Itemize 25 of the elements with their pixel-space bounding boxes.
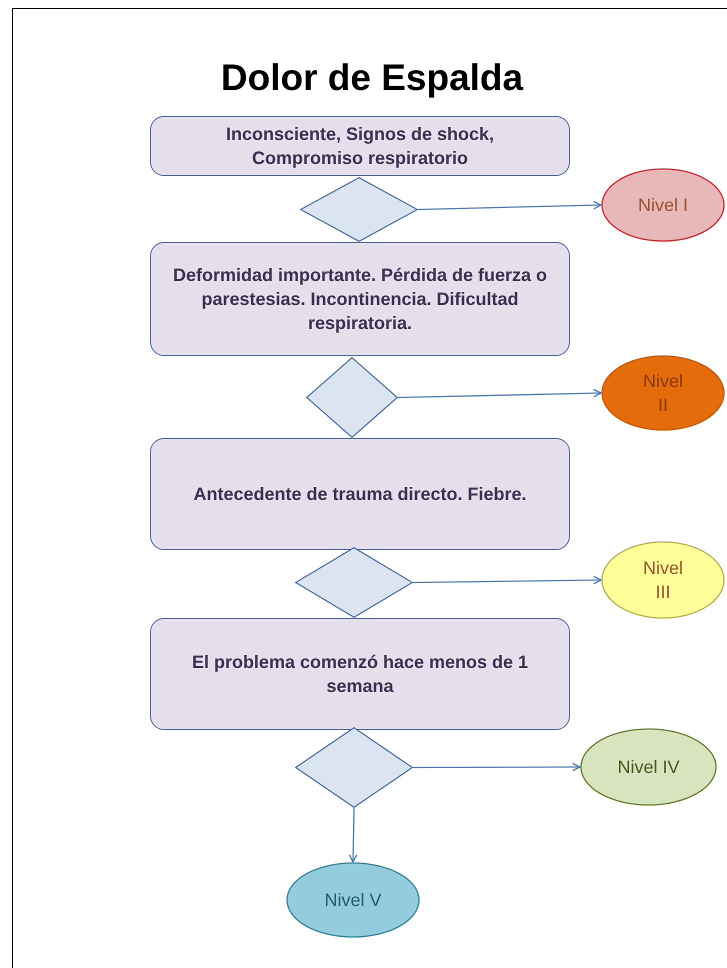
condition-box [150,116,570,176]
decision-diamond [295,727,413,808]
arrow [348,808,358,863]
level-ellipse [580,728,717,806]
level-label: Nivel III [642,557,684,604]
level-label: Nivel V [323,889,382,912]
title: Dolor de Espalda [220,56,524,100]
level-label: Nivel IV [616,756,680,779]
level-ellipse [601,355,725,431]
arrow [398,388,602,398]
level-label: Nivel II [642,370,684,417]
condition-box [150,438,570,550]
condition-text: Inconsciente, Signos de shock, Compromiso respiratorio [224,123,496,170]
condition-box [150,242,570,356]
arrow [413,576,602,584]
arrow [418,200,602,210]
level-ellipse [601,541,725,619]
level-label: Nivel I [636,194,689,217]
level-ellipse [601,168,725,242]
condition-text: Deformidad importante. Pérdida de fuerza o parestesias. Incontinencia. Dificultad respiratoria. [172,264,548,335]
arrow [413,762,581,772]
level-ellipse [286,862,420,938]
condition-text: El problema comenzó hace menos de 1 semana [190,651,530,698]
condition-text: Antecedente de trauma directo. Fiebre. [193,483,527,506]
condition-box [150,618,570,730]
